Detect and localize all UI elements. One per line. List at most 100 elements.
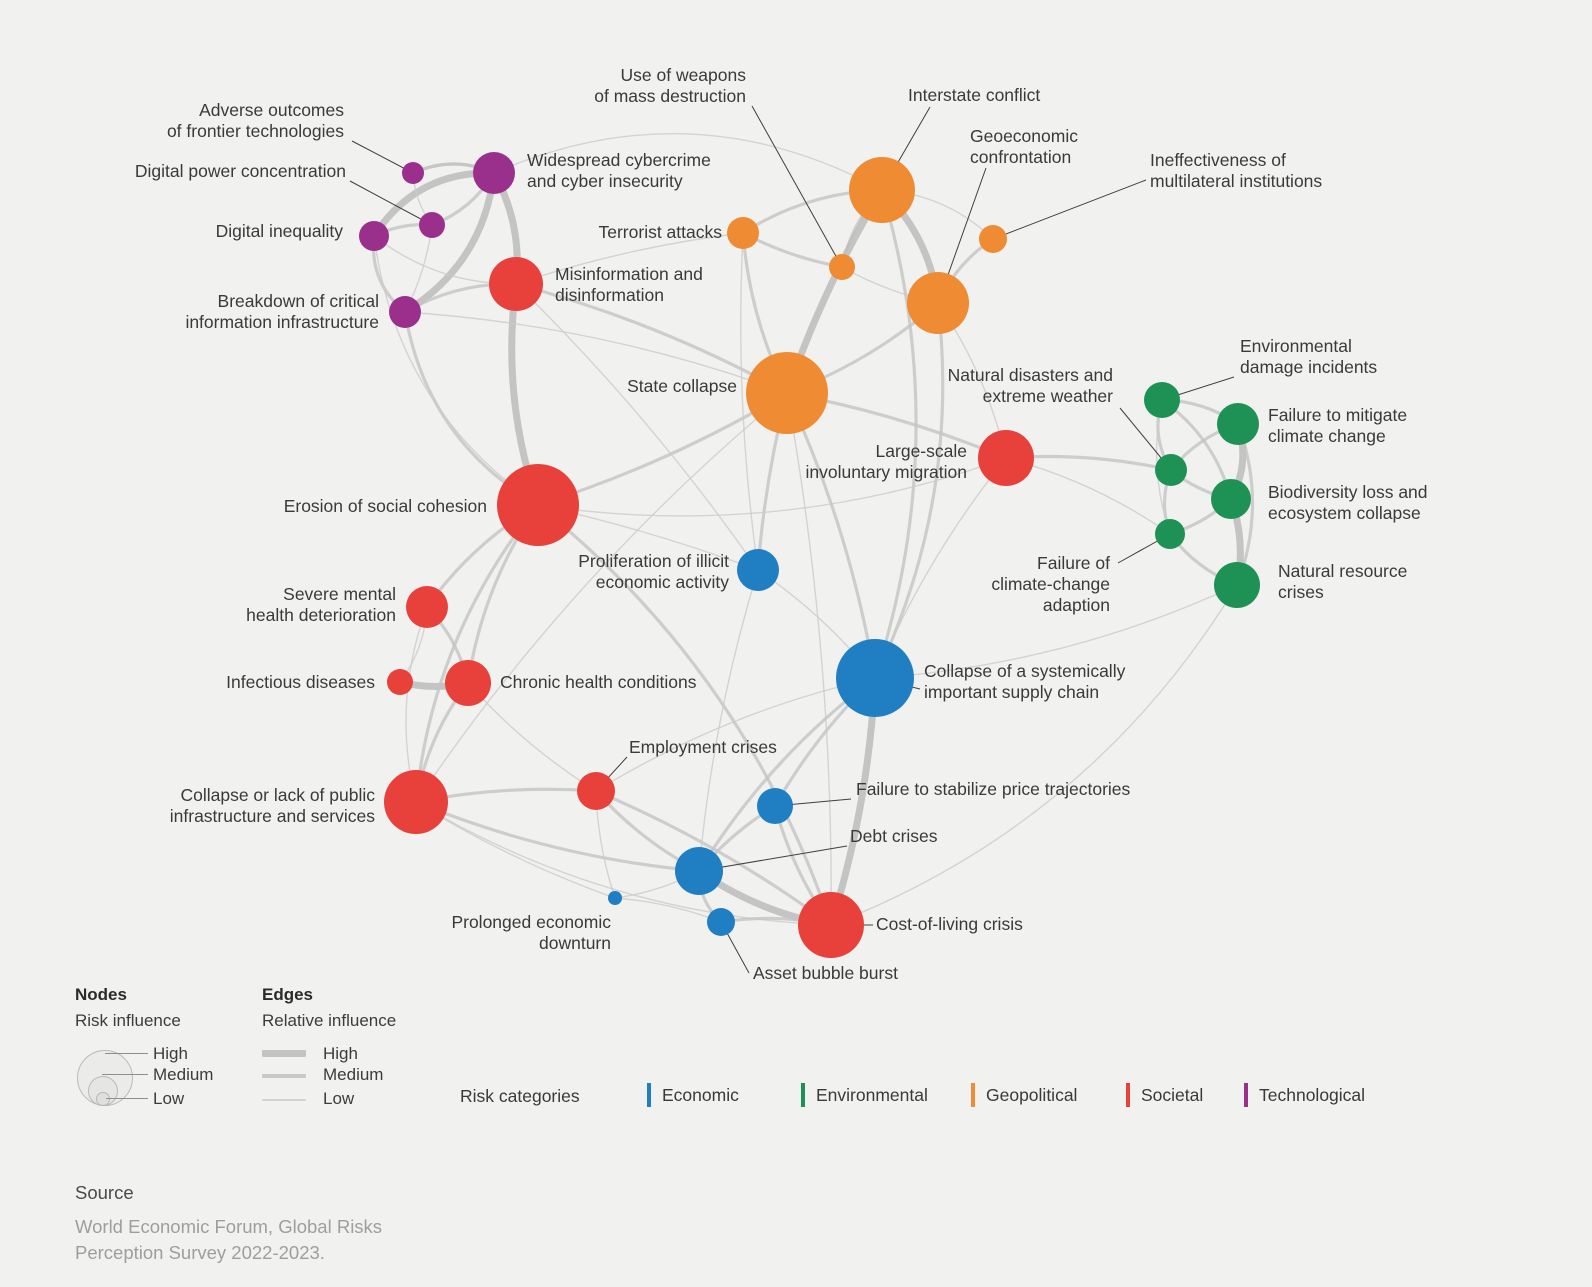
edge-digital-inequality--erosion [373,235,539,506]
node-size-medium-label: Medium [153,1065,214,1084]
legend-nodes-subtitle: Risk influence [75,1011,181,1030]
leader-line-ineffectiveness [992,179,1147,240]
node-label-debt: Debt crises [850,826,938,846]
node-label-digital-power: Digital power concentration [135,161,346,181]
edge-cybercrime--interstate [493,133,883,191]
node-failure-mitigate [1217,403,1259,445]
legend-category-economic: Economic [647,1083,739,1107]
geopolitical-label: Geopolitical [986,1084,1078,1105]
node-label-asset-bubble: Asset bubble burst [753,963,898,983]
edge-terrorist--proliferation [740,232,759,571]
legend-category-geopolitical: Geopolitical [971,1083,1077,1107]
edge-state-collapse--cost-of-living [786,392,832,926]
node-adverse-outcomes [402,162,424,184]
node-misinformation [489,257,543,311]
node-label-price-trajectories: Failure to stabilize price trajectories [856,779,1131,799]
risk-categories-label: Risk categories [460,1086,580,1106]
edge-weight-medium-label: Medium [323,1065,384,1084]
node-collapse-infra [384,770,448,834]
node-breakdown [389,296,421,328]
edge-weight-medium-bar [262,1074,306,1078]
node-size-diagram: High Medium Low [75,1040,275,1115]
node-large-migration [978,430,1034,486]
legend-edges-subtitle: Relative influence [262,1011,397,1030]
edge-cybercrime--breakdown [401,169,498,316]
node-cost-of-living [798,892,864,958]
node-infectious [387,669,413,695]
node-label-terrorist: Terrorist attacks [599,222,723,242]
edge-weight-diagram: High Medium Low [262,1040,462,1115]
legend-nodes: Nodes Risk influence High Medium Low [75,985,275,1115]
edge-misinformation--proliferation [515,283,759,571]
edge-supply-chain--state-collapse [785,391,877,680]
economic-color-swatch [647,1083,651,1107]
node-size-low-line [106,1098,148,1099]
node-label-cost-of-living: Cost-of-living crisis [876,914,1023,934]
leader-line-digital-power [349,180,433,226]
node-employment [577,772,615,810]
environmental-label: Environmental [816,1084,928,1105]
node-label-infectious: Infectious diseases [226,672,375,692]
node-digital-power [419,212,445,238]
edge-state-collapse--collapse-infra [415,392,788,803]
technological-label: Technological [1259,1084,1366,1105]
node-proliferation [737,549,779,591]
edge-prolonged--collapse-infra [415,801,616,899]
node-debt [675,847,723,895]
node-size-low-circle [96,1092,110,1106]
economic-label: Economic [662,1084,739,1105]
source-label: Source [75,1182,134,1203]
node-label-employment: Employment crises [629,737,777,757]
node-label-chronic: Chronic health conditions [500,672,697,692]
edge-supply-chain--employment [595,677,876,792]
node-price-trajectories [757,788,793,824]
legend-category-technological: Technological [1244,1083,1365,1107]
node-chronic [445,660,491,706]
node-erosion [497,464,579,546]
node-asset-bubble [707,908,735,936]
edge-erosion--collapse-infra [414,503,540,804]
edge-collapse-infra--debt [414,800,701,873]
technological-color-swatch [1244,1083,1248,1107]
societal-color-swatch [1126,1083,1130,1107]
node-digital-inequality [359,221,389,251]
legend-edges: Edges Relative influence High Medium Low [262,985,462,1115]
leader-line-adverse-outcomes [351,140,414,174]
edge-breakdown--state-collapse [404,311,788,394]
edge-chronic--employment [467,682,597,792]
edge-collapse-infra--cost-of-living [415,801,832,926]
node-natural-disasters [1155,454,1187,486]
edge-natural-resource--cost-of-living [830,584,1238,926]
node-state-collapse [746,352,828,434]
legend-category-environmental: Environmental [801,1083,928,1107]
leader-lines-layer [349,105,1235,974]
node-env-damage [1144,382,1180,418]
node-natural-resource [1214,562,1260,608]
node-severe-mental [406,586,448,628]
node-geoeconomic [907,272,969,334]
node-size-low-label: Low [153,1089,185,1108]
edge-large-migration--erosion [537,457,1007,517]
node-ineffectiveness [979,225,1007,253]
node-biodiversity [1211,479,1251,519]
node-failure-adaption [1155,519,1185,549]
node-label-digital-inequality: Digital inequality [216,221,344,241]
node-label-interstate: Interstate conflict [908,85,1040,105]
node-size-high-line [105,1053,148,1054]
node-prolonged [608,891,622,905]
source-line-1: World Economic Forum, Global Risks [75,1216,383,1237]
edge-interstate--supply-chain [873,188,918,680]
legend-nodes-title: Nodes [75,985,127,1004]
node-size-high-label: High [153,1044,188,1063]
